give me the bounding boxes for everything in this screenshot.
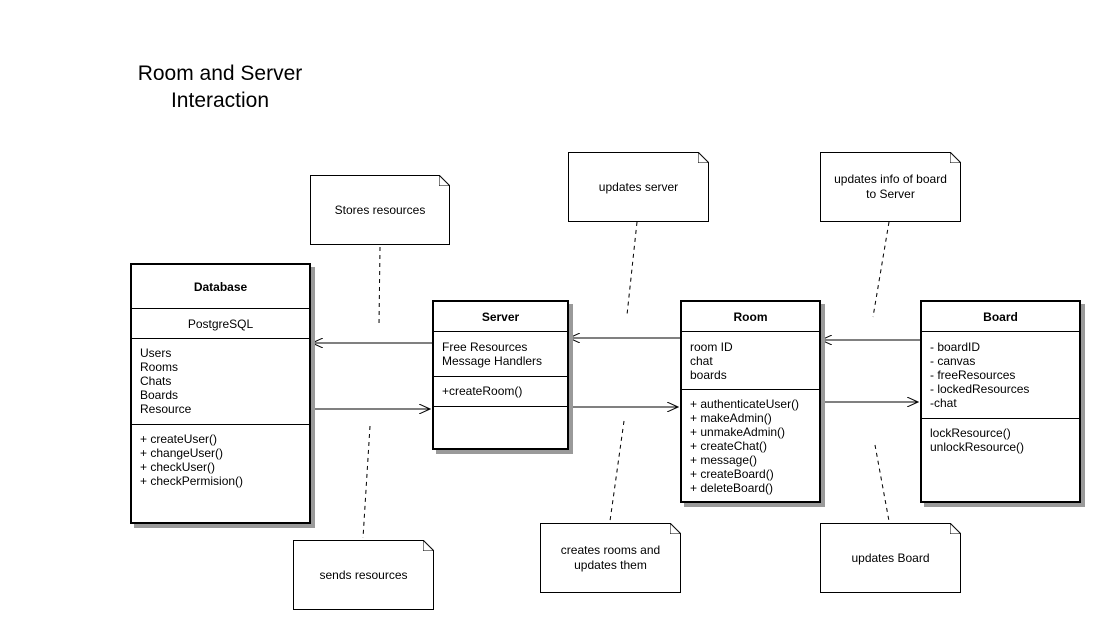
attribute: - boardID xyxy=(930,340,981,354)
note-updates-info[interactable]: updates info of board to Server xyxy=(820,152,961,222)
note-fold-icon xyxy=(439,175,450,186)
attribute: Free Resources xyxy=(442,340,528,354)
anchor-updates-server xyxy=(626,221,638,316)
note-text: sends resources xyxy=(319,568,407,583)
class-database[interactable]: Database PostgreSQL Users Rooms Chats Bo… xyxy=(130,263,311,524)
attribute: Boards xyxy=(140,388,179,402)
note-creates-rooms[interactable]: creates rooms and updates them xyxy=(540,523,681,593)
method: + createBoard() xyxy=(690,467,774,481)
method: + authenticateUser() xyxy=(690,397,800,411)
class-room-name: Room xyxy=(682,302,819,332)
attribute: - canvas xyxy=(930,354,976,368)
note-fold-icon xyxy=(950,152,961,163)
class-server-name: Server xyxy=(434,302,567,332)
class-database-name: Database xyxy=(132,265,309,309)
attribute: - freeResources xyxy=(930,368,1016,382)
attribute: - lockedResources xyxy=(930,382,1030,396)
note-fold-icon xyxy=(698,152,709,163)
class-server[interactable]: Server Free Resources Message Handlers +… xyxy=(432,300,569,450)
diagram-title-line: Interaction xyxy=(170,89,270,112)
class-server-methods: +createRoom() xyxy=(434,377,567,407)
method: +createRoom() xyxy=(442,384,523,398)
attribute: Resource xyxy=(140,402,192,416)
note-line: sends resources xyxy=(319,567,408,582)
method: + unmakeAdmin() xyxy=(690,425,786,439)
diagram-title: Room and Server Interaction xyxy=(110,60,330,114)
class-board-name: Board xyxy=(922,302,1079,332)
note-line: updates server xyxy=(598,179,679,194)
class-room-methods: + authenticateUser() + makeAdmin() + unm… xyxy=(682,390,819,499)
attribute: boards xyxy=(690,368,727,382)
method: + createChat() xyxy=(690,439,768,453)
class-room-attributes: room ID chat boards xyxy=(682,332,819,390)
class-database-methods: + createUser() + changeUser() + checkUse… xyxy=(132,425,309,492)
attribute: room ID xyxy=(690,340,733,354)
class-server-empty-section xyxy=(434,407,567,415)
class-board[interactable]: Board - boardID - canvas - freeResources… xyxy=(920,300,1081,503)
method: lockResource() xyxy=(930,426,1011,440)
class-database-stereotype: PostgreSQL xyxy=(132,309,309,339)
method: unlockResource() xyxy=(930,440,1025,454)
class-database-attributes: Users Rooms Chats Boards Resource xyxy=(132,339,309,425)
attribute: Rooms xyxy=(140,360,179,374)
attribute: Users xyxy=(140,346,172,360)
method: + makeAdmin() xyxy=(690,411,772,425)
note-line: to Server xyxy=(866,187,915,201)
note-fold-icon xyxy=(670,523,681,534)
note-line: updates Board xyxy=(851,550,930,565)
attribute: Message Handlers xyxy=(442,354,543,368)
note-sends-resources[interactable]: sends resources xyxy=(293,540,434,610)
method: + createUser() xyxy=(140,432,218,446)
method: + changeUser() xyxy=(140,446,224,460)
note-fold-icon xyxy=(950,523,961,534)
method: + message() xyxy=(690,453,758,467)
note-line: updates them xyxy=(574,558,647,572)
class-room[interactable]: Room room ID chat boards + authenticateU… xyxy=(680,300,821,503)
stereotype-label: PostgreSQL xyxy=(187,317,254,331)
class-board-attributes: - boardID - canvas - freeResources - loc… xyxy=(922,332,1079,419)
note-line: Stores resources xyxy=(334,202,426,217)
note-fold-icon xyxy=(423,540,434,551)
note-text: creates rooms and updates them xyxy=(561,543,660,573)
anchor-creates-rooms xyxy=(609,420,625,522)
note-text: Stores resources xyxy=(335,203,426,218)
method: + checkPermision() xyxy=(140,474,244,488)
note-updates-board[interactable]: updates Board xyxy=(820,523,961,593)
anchor-updates-info xyxy=(872,221,890,318)
note-text: updates info of board to Server xyxy=(834,172,947,202)
attribute: Chats xyxy=(140,374,172,388)
anchor-updates-board xyxy=(874,444,890,522)
note-text: updates Board xyxy=(851,551,929,566)
note-text: updates server xyxy=(599,180,678,195)
method: + deleteBoard() xyxy=(690,481,774,495)
anchor-sends-resources xyxy=(362,425,371,539)
diagram-title-line: Room and Server xyxy=(137,62,303,85)
note-updates-server[interactable]: updates server xyxy=(568,152,709,222)
method: + checkUser() xyxy=(140,460,216,474)
class-board-methods: lockResource() unlockResource() xyxy=(922,419,1079,458)
attribute: chat xyxy=(690,354,713,368)
note-stores-resources[interactable]: Stores resources xyxy=(310,175,450,245)
note-line: creates rooms and xyxy=(560,543,661,557)
attribute: -chat xyxy=(930,396,957,410)
anchor-stores-resources xyxy=(378,246,381,326)
note-line: updates info of board xyxy=(834,172,947,186)
class-server-attributes: Free Resources Message Handlers xyxy=(434,332,567,377)
